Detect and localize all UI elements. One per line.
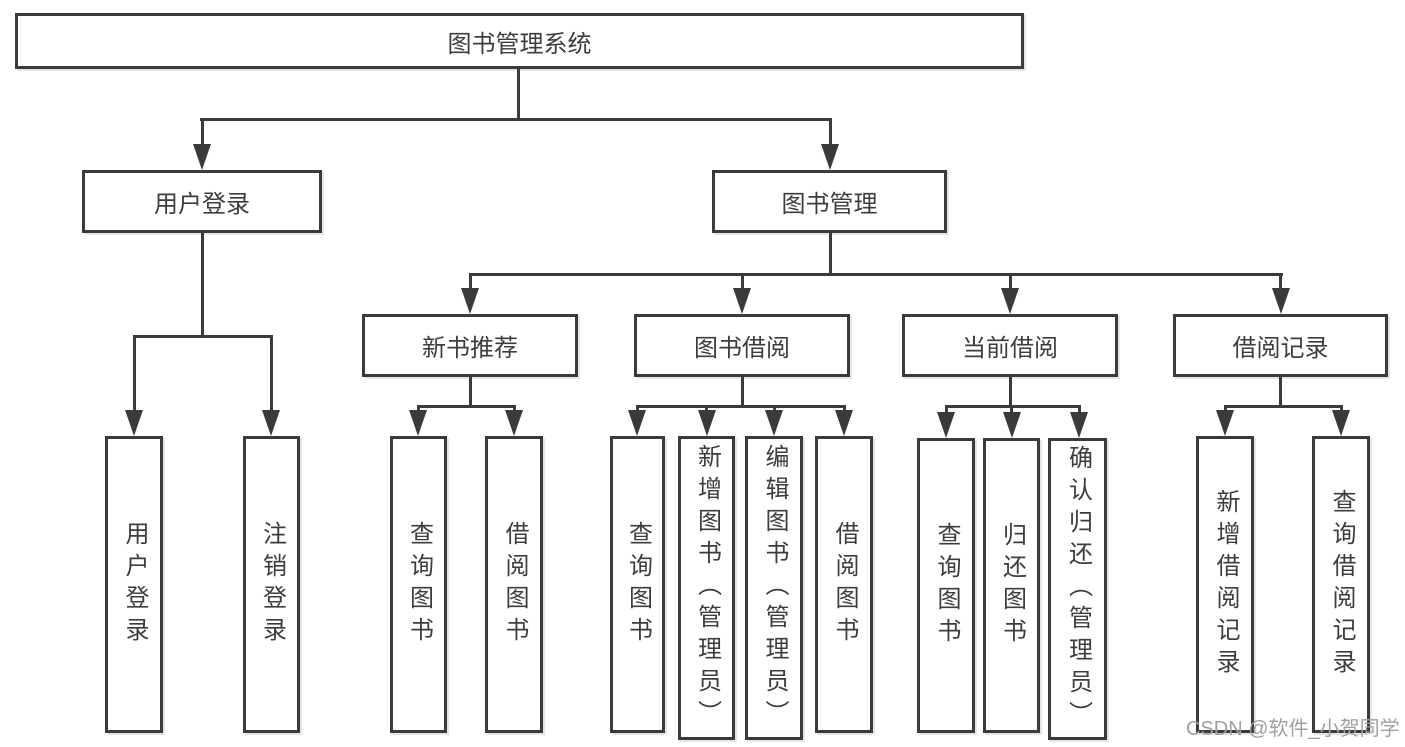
node-root-label: 图书管理系统 <box>447 30 592 58</box>
node-book-management: 图书管理 <box>712 170 947 233</box>
connector-drop-current-borrow <box>1008 273 1012 290</box>
connector-level3-bar <box>468 273 1283 276</box>
node-book-borrow: 图书借阅 <box>634 314 850 377</box>
connector-root-stem <box>517 69 520 118</box>
connector-drop-user-login <box>200 118 204 146</box>
arrowhead-leaf-user-login <box>125 410 143 436</box>
connector-user-login-stem <box>200 233 204 335</box>
connector-borrow-records-bar <box>1223 405 1343 408</box>
node-root: 图书管理系统 <box>15 13 1024 69</box>
arrowhead-current-borrow <box>1001 288 1019 314</box>
node-current-borrow: 当前借阅 <box>902 314 1118 377</box>
connector-current-borrow-stem <box>1008 377 1012 405</box>
connector-user-login-bar <box>132 335 273 338</box>
leaf-return-books-label: 归还图书 <box>998 521 1026 650</box>
connector-book-borrow-stem <box>740 377 744 405</box>
arrowhead-confirm-return <box>1070 412 1088 438</box>
arrowhead-query-borrow <box>628 410 646 436</box>
connector-drop-query-record <box>1339 405 1343 412</box>
arrowhead-leaf-logout <box>262 410 280 436</box>
leaf-add-books-admin-label: 新增图书（管理员） <box>693 444 721 732</box>
leaf-add-borrow-record: 新增借阅记录 <box>1196 436 1254 733</box>
connector-drop-add-books <box>705 405 708 412</box>
leaf-borrow-books: 借阅图书 <box>815 436 873 733</box>
connector-drop-add-record <box>1223 405 1227 412</box>
connector-borrow-records-stem <box>1279 377 1282 405</box>
csdn-watermark: CSDN @软件_小贺同学 <box>1186 718 1400 740</box>
connector-drop-book-management <box>828 118 832 146</box>
leaf-query-borrow-record: 查询借阅记录 <box>1312 436 1370 733</box>
leaf-borrow-books-label: 借阅图书 <box>831 520 858 649</box>
leaf-user-login-label: 用户登录 <box>121 520 148 649</box>
leaf-confirm-return-admin-label: 确认归还（管理员） <box>1064 445 1092 733</box>
arrowhead-user-login <box>193 144 211 170</box>
arrowhead-new-book-recommend <box>461 288 479 314</box>
connector-new-book-bar <box>416 405 516 408</box>
leaf-query-books-borrow: 查询图书 <box>610 436 665 733</box>
leaf-query-books-borrow-label: 查询图书 <box>624 520 652 649</box>
arrowhead-query-record <box>1332 410 1350 436</box>
connector-drop-edit-books <box>772 405 776 412</box>
arrowhead-return-books <box>1002 412 1021 438</box>
leaf-query-books-current-label: 查询图书 <box>933 521 960 650</box>
connector-drop-book-borrow <box>740 273 744 290</box>
arrowhead-add-books <box>697 410 716 436</box>
leaf-logout-login-label: 注销登录 <box>258 520 286 649</box>
connector-drop-query-borrow <box>635 405 639 412</box>
connector-drop-query-recommend <box>416 405 420 412</box>
arrowhead-borrow-records <box>1271 288 1290 314</box>
connector-book-management-stem <box>828 233 832 273</box>
leaf-query-books-recommend-label: 查询图书 <box>405 520 433 649</box>
leaf-confirm-return-admin: 确认归还（管理员） <box>1048 438 1107 740</box>
connector-book-borrow-bar <box>635 405 846 408</box>
node-book-borrow-label: 图书借阅 <box>694 335 790 362</box>
arrowhead-query-current <box>937 412 955 438</box>
leaf-add-books-admin: 新增图书（管理员） <box>678 436 735 740</box>
connector-drop-borrow-books <box>842 405 846 412</box>
node-new-book-recommend-label: 新书推荐 <box>422 335 518 362</box>
connector-drop-return-books <box>1010 405 1013 414</box>
leaf-edit-books-admin-label: 编辑图书（管理员） <box>761 444 788 732</box>
arrowhead-query-recommend <box>409 410 427 436</box>
node-book-management-label: 图书管理 <box>781 191 878 218</box>
leaf-user-login: 用户登录 <box>105 436 163 733</box>
leaf-return-books: 归还图书 <box>983 438 1040 733</box>
leaf-logout-login: 注销登录 <box>243 436 300 733</box>
connector-drop-borrow-recommend <box>512 405 516 412</box>
node-borrow-records: 借阅记录 <box>1173 314 1388 377</box>
leaf-borrow-books-recommend-label: 借阅图书 <box>501 520 528 649</box>
arrowhead-edit-books <box>765 410 783 436</box>
arrowhead-book-borrow <box>733 288 751 314</box>
connector-drop-new-book-recommend <box>468 273 472 290</box>
leaf-edit-books-admin: 编辑图书（管理员） <box>745 436 803 740</box>
connector-level1-bar <box>200 118 832 121</box>
leaf-add-borrow-record-label: 新增借阅记录 <box>1212 488 1239 681</box>
node-user-login-label: 用户登录 <box>154 191 250 218</box>
connector-drop-leaf-user-login <box>132 335 136 412</box>
leaf-query-books-current: 查询图书 <box>917 438 975 733</box>
connector-new-book-stem <box>468 377 472 405</box>
arrowhead-borrow-recommend <box>505 410 523 436</box>
connector-drop-leaf-logout <box>269 335 273 412</box>
node-user-login: 用户登录 <box>82 170 322 233</box>
node-new-book-recommend: 新书推荐 <box>362 314 578 377</box>
leaf-query-borrow-record-label: 查询借阅记录 <box>1328 488 1355 681</box>
connector-drop-borrow-records <box>1279 273 1282 290</box>
leaf-borrow-books-recommend: 借阅图书 <box>485 436 543 733</box>
arrowhead-book-management <box>821 144 839 170</box>
leaf-query-books-recommend: 查询图书 <box>390 436 447 733</box>
connector-drop-query-current <box>944 405 948 414</box>
node-current-borrow-label: 当前借阅 <box>962 335 1058 362</box>
arrowhead-borrow-books <box>835 410 853 436</box>
node-borrow-records-label: 借阅记录 <box>1232 335 1329 362</box>
arrowhead-add-record <box>1216 410 1234 436</box>
connector-drop-confirm-return <box>1077 405 1081 414</box>
